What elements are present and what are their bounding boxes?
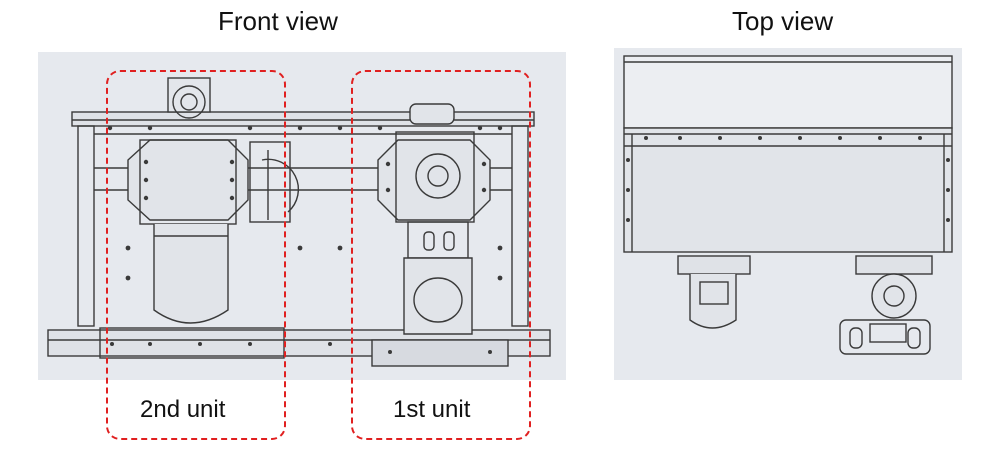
second-unit-highlight: [106, 70, 286, 440]
top-view-title: Top view: [732, 6, 834, 36]
first-unit-label: 1st unit: [393, 396, 471, 423]
top-view-drawing: [614, 48, 962, 380]
first-unit-highlight: [351, 70, 531, 440]
front-view-drawing: [38, 52, 566, 380]
second-unit-label: 2nd unit: [140, 396, 226, 423]
front-view-title: Front view: [218, 6, 338, 36]
